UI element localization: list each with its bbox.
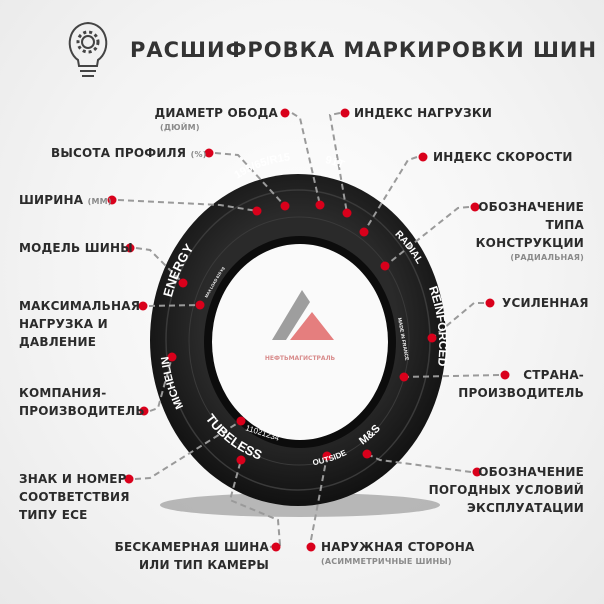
label-outside: НАРУЖНАЯ СТОРОНА(АСИММЕТРИЧНЫЕ ШИНЫ) [321,540,475,566]
label-tire-model: МОДЕЛЬ ШИНЫ [19,241,133,255]
label-speed-index: ИНДЕКС СКОРОСТИ [433,150,573,164]
label-reinforced: УСИЛЕННАЯ [502,296,589,310]
label-country: СТРАНА-ПРОИЗВОДИТЕЛЬ [458,368,584,400]
label-load-index: ИНДЕКС НАГРУЗКИ [354,106,493,120]
label-rim-diameter: ДИАМЕТР ОБОДА [154,106,278,120]
label-company: КОМПАНИЯ-ПРОИЗВОДИТЕЛЬ [19,386,145,418]
lightbulb-gear-icon [68,21,108,77]
tire-index-text: 91T [324,154,346,171]
page-title: РАСШИФРОВКА МАРКИРОВКИ ШИН [130,38,598,62]
label-width: ШИРИНА (ММ) [19,193,112,207]
brand-logo: НЕФТЬМАГИСТРАЛЬ [265,290,336,362]
leader-lines [117,112,500,548]
label-rim-diameter-unit: (ДЮЙМ) [160,123,200,132]
svg-text:НЕФТЬМАГИСТРАЛЬ: НЕФТЬМАГИСТРАЛЬ [265,355,336,362]
marker-dots [107,108,510,552]
tire-hole [212,244,388,440]
label-profile-height: ВЫСОТА ПРОФИЛЯ (%) [51,146,207,160]
svg-text:91T: 91T [324,154,346,171]
